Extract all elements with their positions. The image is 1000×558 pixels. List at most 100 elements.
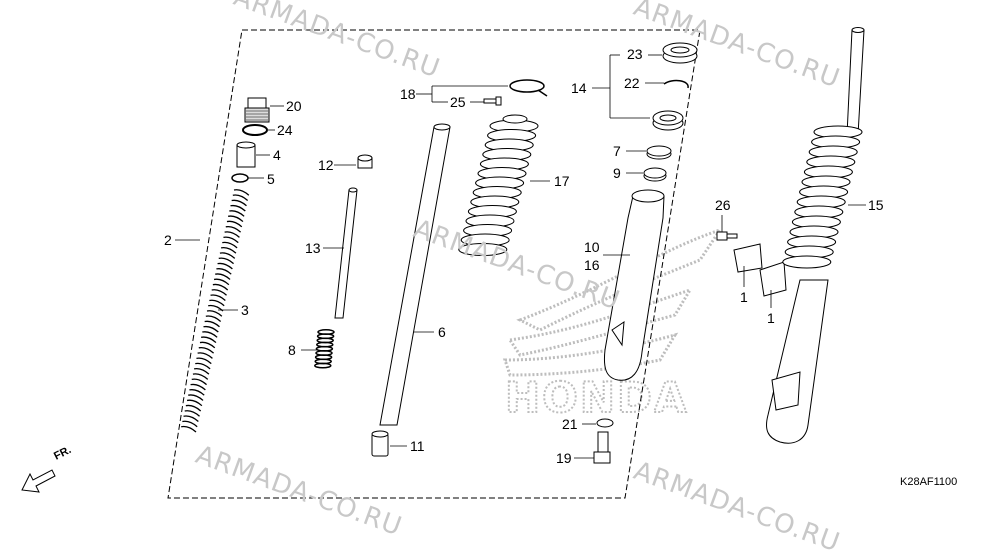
spring-coil bbox=[218, 257, 234, 265]
part-3-fork-spring bbox=[181, 189, 250, 433]
part-7-back-up-ring bbox=[646, 145, 672, 160]
boot-pleat bbox=[782, 255, 832, 269]
callout-20: 20 bbox=[286, 98, 302, 114]
spring-coil bbox=[182, 420, 198, 428]
parts-diagram: HONDA bbox=[21, 27, 866, 499]
spring-coil bbox=[226, 220, 243, 228]
part-18-boot-band bbox=[509, 79, 548, 97]
part-8-rebound-spring bbox=[314, 329, 335, 369]
part-4-spacer-collar bbox=[236, 141, 256, 168]
spring-coil bbox=[181, 425, 197, 433]
spring-coil bbox=[217, 262, 233, 270]
front-direction-arrow bbox=[21, 469, 56, 493]
spring-coil bbox=[197, 352, 213, 359]
leader-lines bbox=[175, 54, 866, 459]
part-26-bolt bbox=[716, 231, 738, 241]
callout-6: 6 bbox=[438, 324, 446, 340]
callout-16: 16 bbox=[584, 257, 600, 273]
spring-coil bbox=[191, 378, 207, 386]
honda-wing-logo bbox=[502, 227, 724, 377]
spring-coil bbox=[223, 236, 239, 244]
part-23-dust-seal bbox=[662, 42, 698, 64]
part-6-fork-pipe bbox=[379, 123, 451, 426]
boot-pleat bbox=[458, 243, 508, 256]
part-20-fork-cap-bolt bbox=[244, 97, 270, 123]
callout-3: 3 bbox=[241, 302, 249, 318]
spring-coil bbox=[206, 310, 223, 317]
honda-wordmark: HONDA bbox=[505, 373, 688, 422]
callout-4: 4 bbox=[273, 147, 281, 163]
spring-coil bbox=[203, 325, 219, 333]
spring-coil bbox=[205, 315, 222, 323]
spring-coil bbox=[230, 204, 246, 212]
diagram-code: K28AF1100 bbox=[900, 476, 958, 488]
callout-12: 12 bbox=[318, 157, 334, 173]
spring-coil bbox=[195, 362, 211, 370]
callout-15: 15 bbox=[868, 197, 884, 213]
part-12-piston-ring bbox=[357, 154, 373, 169]
callout-18: 18 bbox=[400, 86, 416, 102]
part-13-fork-piston bbox=[334, 187, 358, 319]
spring-coil bbox=[198, 346, 215, 354]
part-17-fork-boot bbox=[458, 114, 539, 256]
callout-23: 23 bbox=[627, 46, 643, 62]
spring-coil bbox=[220, 247, 237, 254]
part-5-washer bbox=[231, 173, 249, 183]
callout-14: 14 bbox=[571, 80, 587, 96]
spring-coil bbox=[196, 357, 212, 365]
spring-coil bbox=[224, 231, 240, 238]
part-24-o-ring bbox=[242, 124, 268, 136]
callout-9: 9 bbox=[613, 165, 621, 181]
spring-coil bbox=[189, 389, 205, 396]
spring-coil bbox=[219, 252, 236, 259]
spring-coil bbox=[211, 289, 227, 296]
callout-21: 21 bbox=[562, 416, 578, 432]
callout-1a: 1 bbox=[740, 289, 748, 305]
part-22-snap-ring bbox=[663, 79, 689, 89]
part-10-fork-slider bbox=[603, 189, 665, 381]
part-19-socket-bolt bbox=[593, 431, 611, 464]
spring-coil bbox=[231, 199, 247, 207]
callout-26: 26 bbox=[715, 197, 731, 213]
part-1-reflector-bracket-b bbox=[759, 261, 787, 297]
callout-2: 2 bbox=[164, 232, 172, 248]
part-14-oil-seal-kit bbox=[652, 110, 684, 131]
part-11-oil-lock-piece bbox=[371, 430, 389, 457]
part-1-reflector-bracket-a bbox=[733, 243, 763, 273]
part-21-sealing-washer bbox=[596, 418, 614, 428]
spring-coil bbox=[183, 415, 199, 422]
part-15-front-fork-assembly bbox=[766, 27, 865, 444]
callout-13: 13 bbox=[305, 240, 321, 256]
callout-1b: 1 bbox=[767, 310, 775, 326]
callout-17: 17 bbox=[554, 173, 570, 189]
spring-coil bbox=[199, 341, 216, 349]
spring-coil bbox=[314, 362, 332, 369]
group-boundary bbox=[167, 29, 701, 499]
callout-8: 8 bbox=[288, 342, 296, 358]
spring-coil bbox=[209, 299, 225, 307]
callout-22: 22 bbox=[624, 75, 640, 91]
spring-coil bbox=[222, 241, 238, 249]
spring-coil bbox=[204, 320, 220, 328]
spring-coil bbox=[210, 294, 226, 301]
part-25-screw bbox=[483, 96, 502, 106]
spring-coil bbox=[215, 273, 231, 280]
callout-7: 7 bbox=[613, 143, 621, 159]
spring-coil bbox=[225, 225, 242, 233]
callout-19: 19 bbox=[556, 450, 572, 466]
spring-coil bbox=[202, 331, 218, 338]
callout-24: 24 bbox=[277, 122, 293, 138]
spring-coil bbox=[184, 410, 200, 417]
callout-10: 10 bbox=[584, 239, 600, 255]
callout-25: 25 bbox=[450, 94, 466, 110]
boot-top bbox=[502, 114, 528, 124]
spring-coil bbox=[213, 278, 230, 286]
spring-coil bbox=[186, 399, 203, 407]
spring-coil bbox=[228, 215, 244, 223]
spring-coil bbox=[212, 283, 229, 291]
part-9-guide-bushing bbox=[643, 167, 667, 182]
spring-coil bbox=[190, 383, 206, 391]
spring-coil bbox=[185, 404, 202, 412]
spring-coil bbox=[233, 189, 250, 196]
spring-coil bbox=[201, 336, 217, 344]
